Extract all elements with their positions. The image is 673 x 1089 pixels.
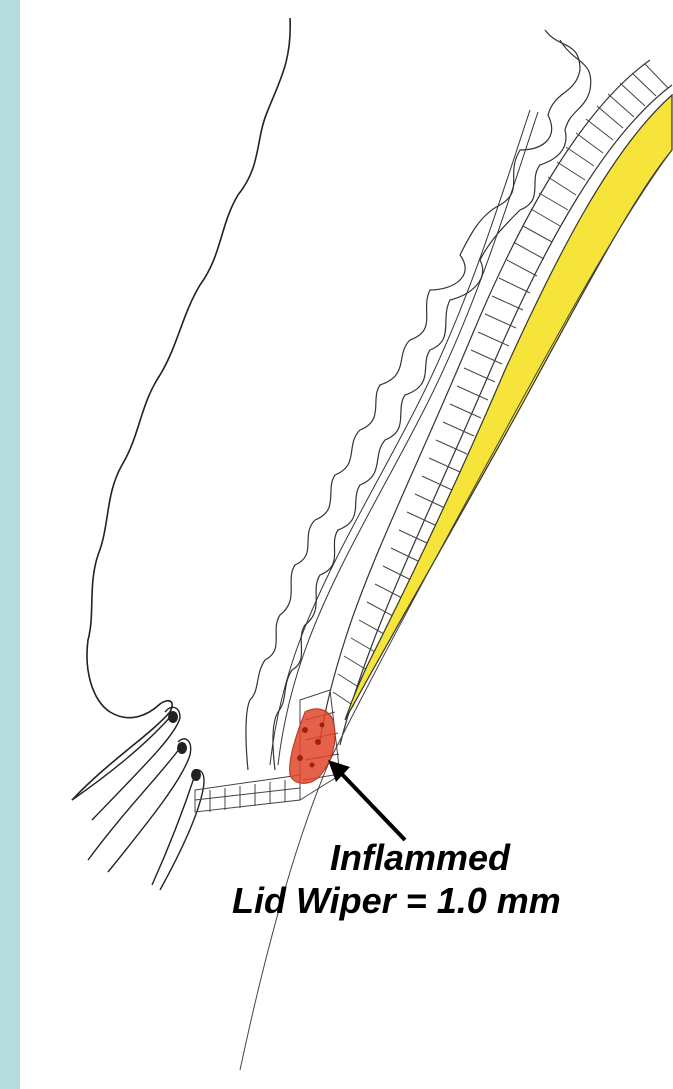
yellow-tear-layer [345, 95, 672, 720]
annotation-line-1: Inflammed [330, 840, 510, 876]
lash-bulb-3 [191, 769, 201, 781]
meibomian-gland-outline-outer [246, 30, 580, 770]
lash-bulb-2 [177, 742, 187, 754]
lash-follicle-3 [152, 770, 204, 890]
ocular-surface-line [240, 150, 672, 1070]
annotation-line-2: Lid Wiper = 1.0 mm [232, 883, 561, 919]
lash-bulb-1 [168, 711, 178, 723]
inflamed-lid-wiper-region [290, 709, 335, 783]
lash-follicle-1 [72, 707, 180, 820]
meibomian-gland-outline-inner [273, 40, 591, 770]
pointer-arrow [328, 760, 405, 840]
lash-follicle-2 [88, 739, 191, 872]
